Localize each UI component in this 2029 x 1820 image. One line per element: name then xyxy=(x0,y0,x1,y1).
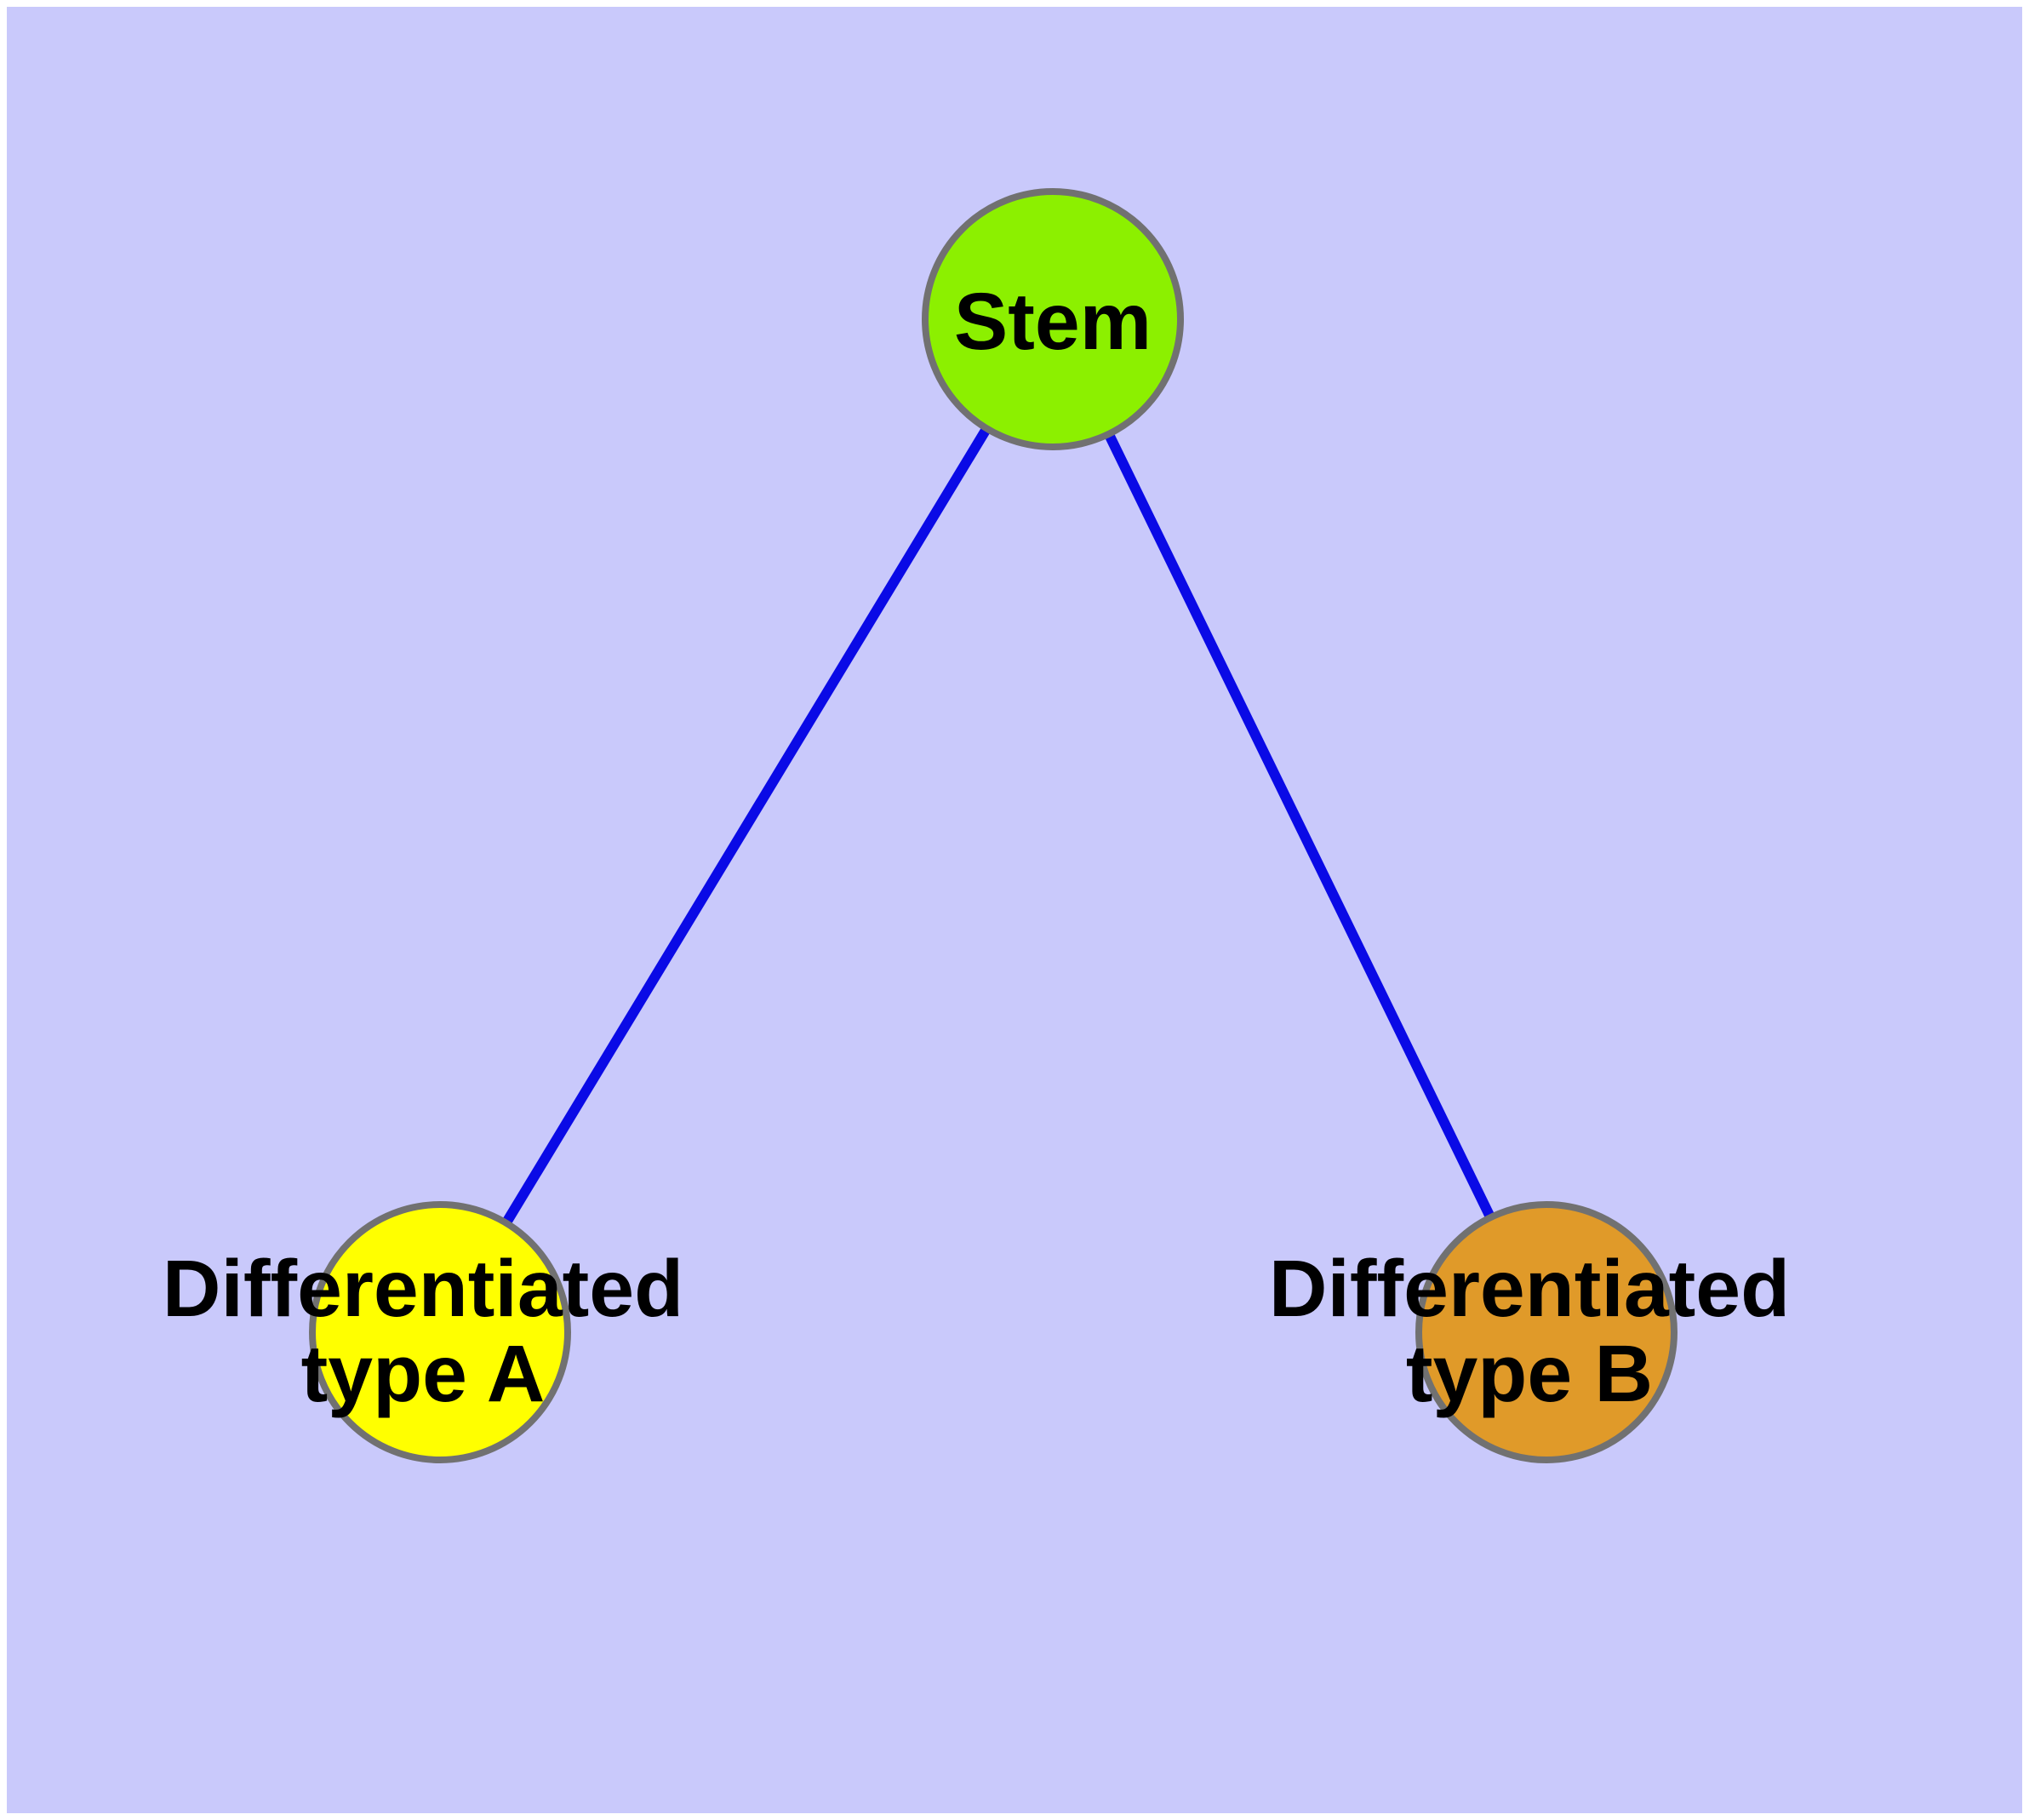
node-differentiated-type-a-circle[interactable] xyxy=(309,1201,571,1463)
node-layer: Stem Differentiated type A Differentiate… xyxy=(163,188,1790,1463)
node-differentiated-type-a[interactable]: Differentiated type A xyxy=(163,1201,683,1463)
node-differentiated-type-a-label-line-2: type A xyxy=(301,1329,546,1419)
node-stem-label-line-1: Stem xyxy=(954,277,1152,367)
node-differentiated-type-a-label-line-1: Differentiated xyxy=(163,1244,683,1334)
node-stem[interactable]: Stem xyxy=(922,188,1184,450)
node-differentiated-type-b-label-line-2: type B xyxy=(1406,1329,1653,1419)
node-differentiated-type-b-label-line-1: Differentiated xyxy=(1269,1244,1790,1334)
node-differentiated-type-b[interactable]: Differentiated type B xyxy=(1269,1201,1790,1463)
edge-stem-to-differentiated-type-a[interactable] xyxy=(435,316,1058,1336)
node-differentiated-type-b-circle[interactable] xyxy=(1415,1201,1677,1463)
edge-stem-to-differentiated-type-b[interactable] xyxy=(1048,317,1552,1335)
edge-layer xyxy=(435,316,1552,1336)
node-stem-circle[interactable] xyxy=(922,188,1184,450)
